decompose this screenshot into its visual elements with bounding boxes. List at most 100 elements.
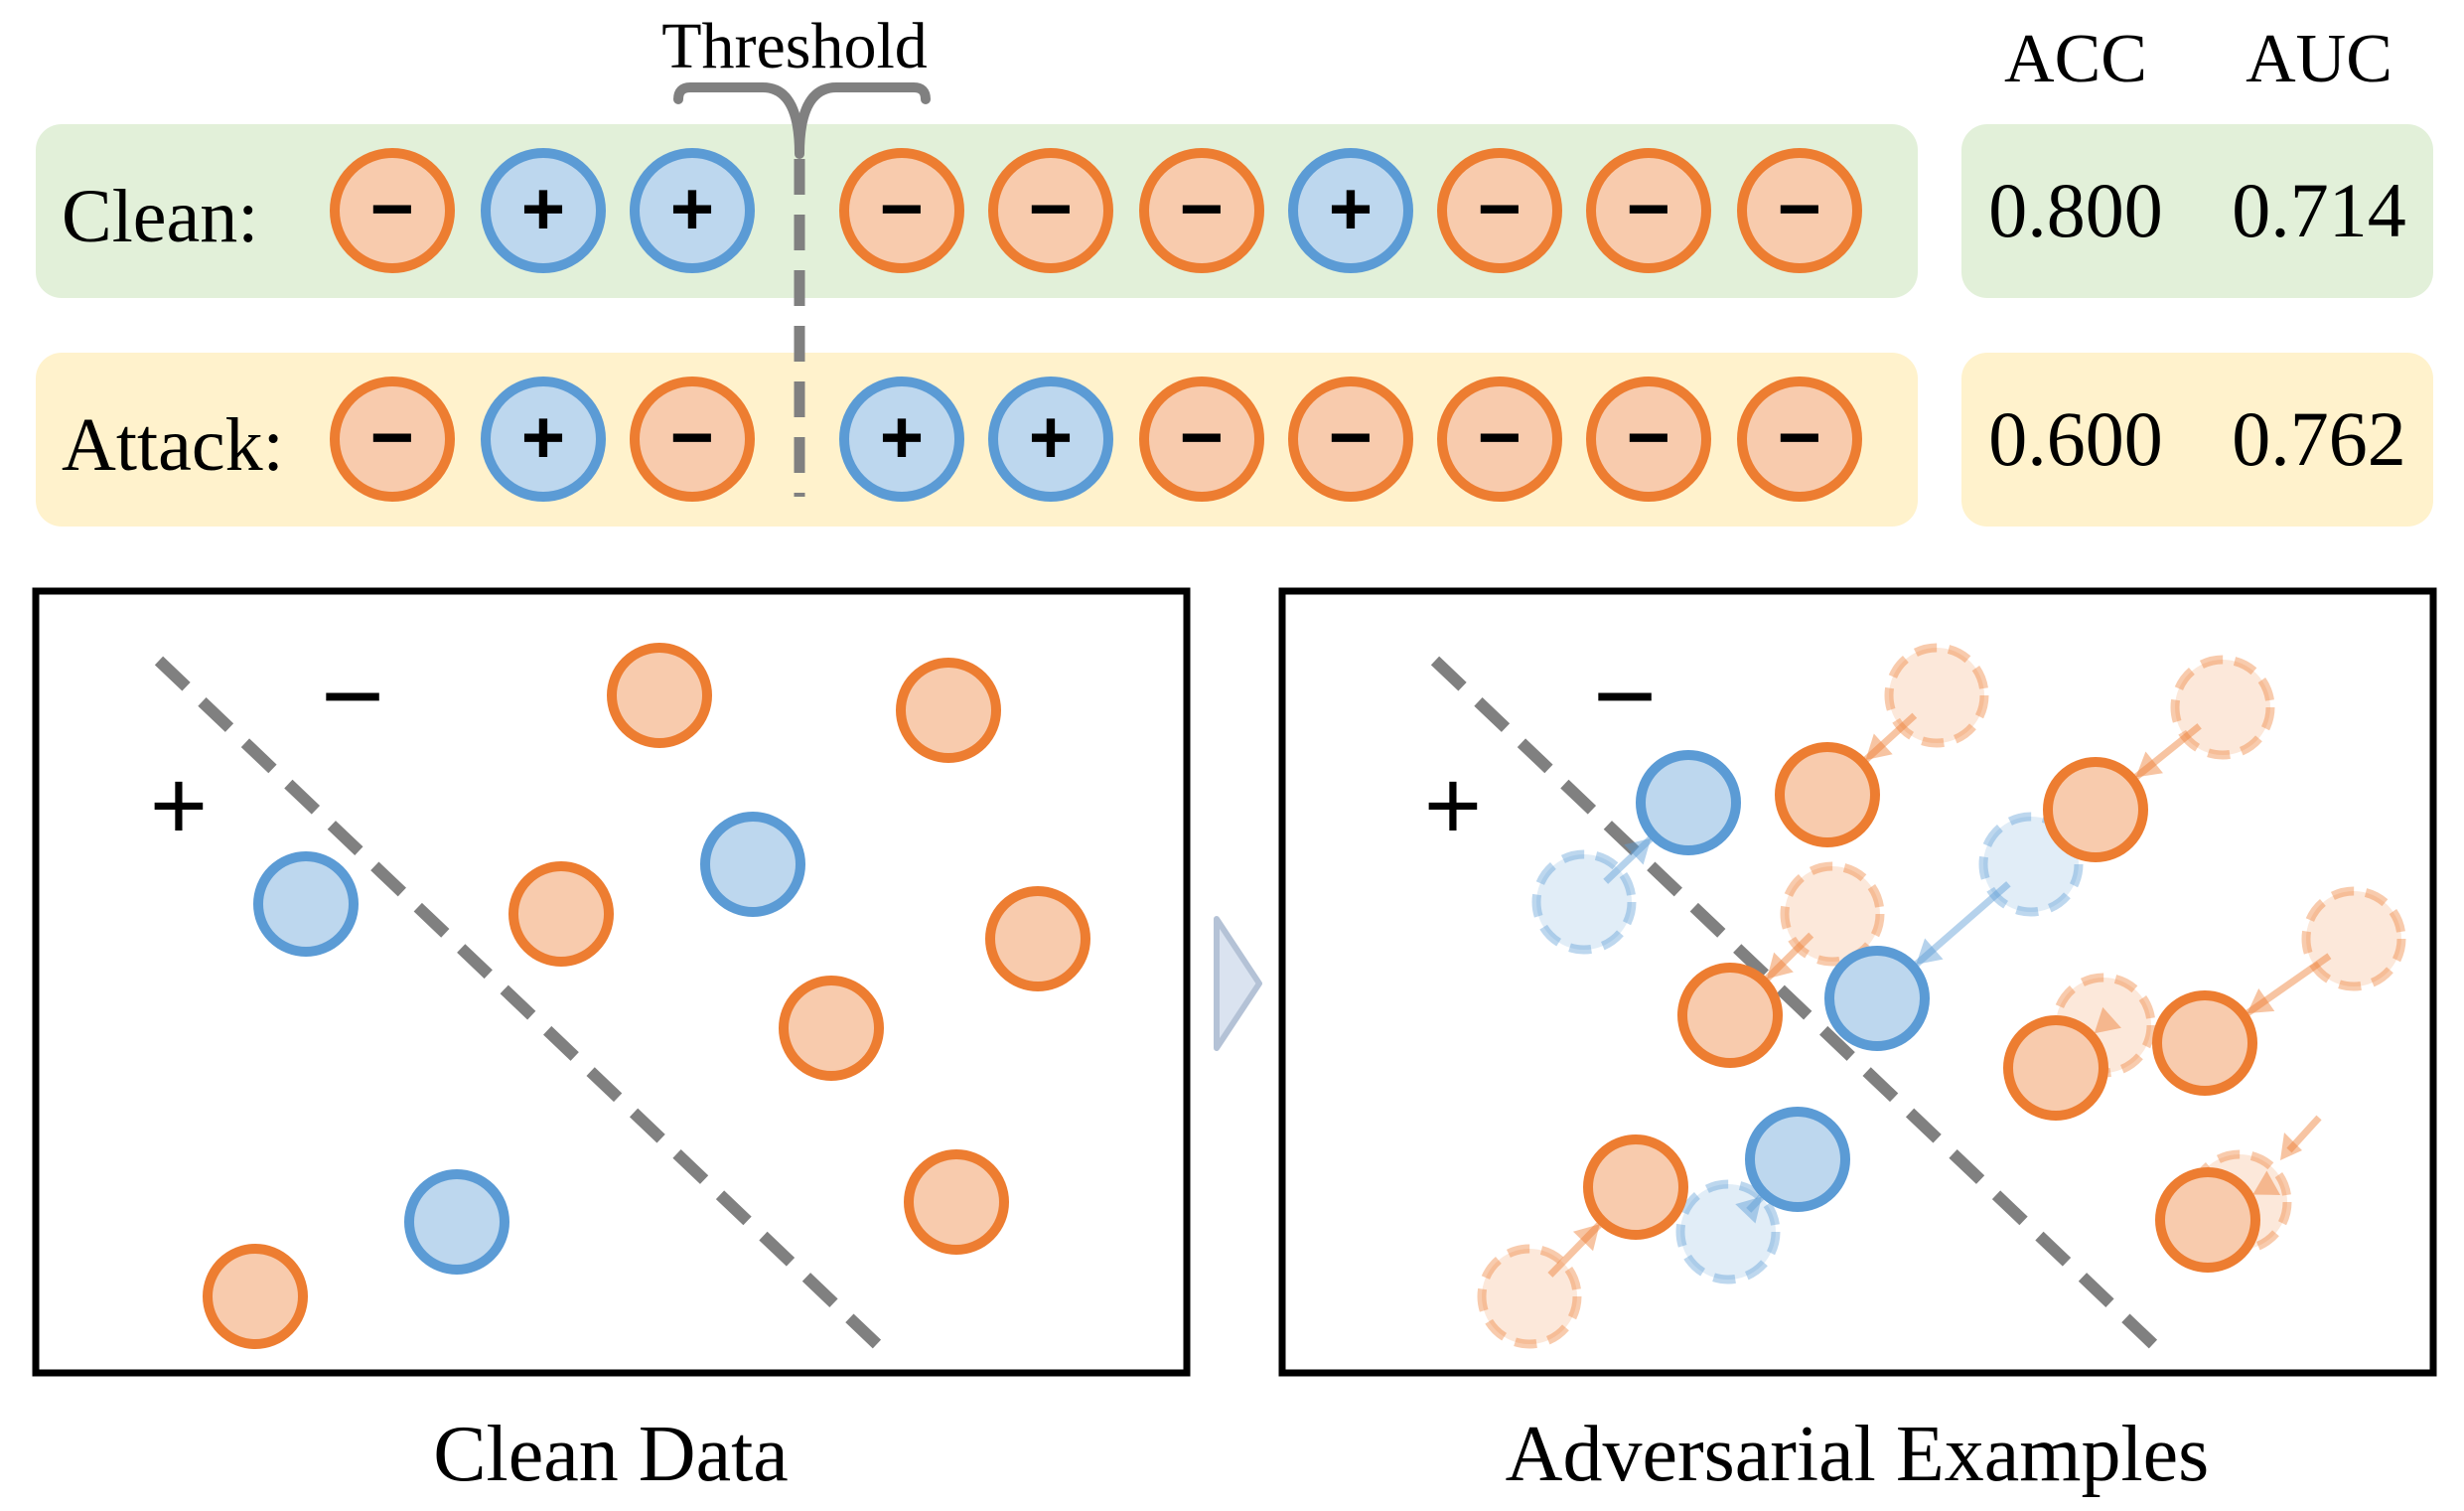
clean-point-negative (508, 861, 614, 967)
minus-sign: − (1778, 167, 1821, 251)
minus-sign: − (880, 167, 924, 251)
perturbation-arrowhead (1735, 1196, 1763, 1224)
perturbation-arrow (1603, 835, 1654, 884)
perturbation-arrow (2286, 1115, 2322, 1153)
negative-sample-circle (1437, 377, 1562, 502)
positive-sample-circle (1288, 148, 1413, 273)
clean-ranking-circles: −++−−−+−−− (330, 148, 1862, 273)
attack-ranking-circles: − + − + + − − − − − (330, 377, 1862, 502)
negative-sample-circle (1139, 377, 1264, 502)
negative-sample-circle (1586, 377, 1711, 502)
clean-point-negative (779, 976, 884, 1081)
plus-sign: + (1329, 167, 1373, 251)
negative-sample-circle (1288, 377, 1413, 502)
perturbation-arrowhead (2094, 1006, 2121, 1034)
clean-point-positive (253, 851, 359, 957)
clean-data-panel: + − (32, 587, 1191, 1377)
minus-sign: − (1180, 395, 1224, 480)
plus-sign: + (1029, 395, 1073, 480)
minus-sign: − (1627, 395, 1670, 480)
perturbed-negative-point (2003, 1015, 2108, 1121)
perturbation-arrow (1863, 712, 1918, 763)
minus-sign: − (1478, 395, 1522, 480)
positive-sample-circle (630, 148, 755, 273)
minus-sign: − (1778, 395, 1821, 480)
adversarial-perturbations (1477, 643, 2406, 1349)
original-negative-point (1477, 1244, 1582, 1349)
clean-point-positive (404, 1169, 509, 1275)
positive-sample-circle (839, 377, 964, 502)
perturbed-negative-point (1775, 742, 1880, 847)
minus-sign: − (1478, 167, 1522, 251)
minus-sign: − (1329, 395, 1373, 480)
clean-point-negative (896, 658, 1001, 763)
perturbation-arrow (1746, 1194, 1765, 1213)
clean-point-negative (203, 1244, 308, 1349)
threshold-brace (673, 82, 931, 159)
negative-sample-circle (1139, 148, 1264, 273)
minus-sign: − (1627, 167, 1670, 251)
original-negative-point (2301, 886, 2406, 991)
perturbation-arrowhead (1766, 952, 1794, 980)
clean-auc-value: 0.714 (2232, 167, 2406, 253)
original-negative-point (1884, 643, 1989, 748)
negative-sample-circle (1586, 148, 1711, 273)
transition-arrow-icon (1214, 916, 1262, 1051)
perturbation-arrowhead (2247, 987, 2275, 1014)
clean-decision-boundary (154, 656, 884, 1351)
perturbation-arrowhead (1865, 733, 1893, 761)
clean-plus-label: + (150, 750, 208, 861)
positive-sample-circle (988, 377, 1113, 502)
original-negative-point (2170, 655, 2275, 760)
positive-sample-circle (481, 377, 606, 502)
threshold-label: Threshold (661, 10, 928, 82)
perturbation-arrowhead (1624, 837, 1652, 865)
adversarial-minus-label: − (1593, 635, 1657, 757)
plus-sign: + (521, 395, 565, 480)
negative-sample-circle (1737, 148, 1862, 273)
positive-sample-circle (481, 148, 606, 273)
perturbed-negative-point (2155, 1167, 2260, 1273)
minus-sign: − (370, 167, 414, 251)
clean-row-label: Clean: (62, 175, 258, 258)
negative-sample-circle (330, 148, 455, 273)
adversarial-decision-boundary (1430, 656, 2160, 1351)
negative-sample-circle (630, 377, 755, 502)
minus-sign: − (370, 395, 414, 480)
negative-sample-circle (1437, 148, 1562, 273)
minus-sign: − (1180, 167, 1224, 251)
negative-sample-circle (988, 148, 1113, 273)
negative-sample-circle (839, 148, 964, 273)
perturbed-positive-point (1636, 750, 1741, 855)
adversarial-examples-caption: Adversarial Examples (1506, 1411, 2210, 1498)
perturbation-arrow (1547, 1221, 1603, 1278)
attack-row-label: Attack: (62, 403, 284, 487)
clean-minus-label: − (321, 635, 384, 757)
perturbation-arrowhead (2252, 1170, 2281, 1195)
perturbation-arrow (1764, 932, 1814, 982)
acc-header: ACC (2004, 21, 2147, 97)
perturbed-negative-point (2043, 757, 2148, 862)
clean-point-negative (607, 643, 712, 748)
plus-sign: + (880, 395, 924, 480)
perturbation-arrow (1913, 881, 2011, 968)
clean-data-caption: Clean Data (433, 1411, 789, 1498)
original-positive-point (1531, 849, 1637, 955)
perturbation-arrow (2133, 723, 2202, 781)
perturbed-positive-point (1745, 1107, 1850, 1212)
perturbed-negative-point (1583, 1134, 1688, 1240)
perturbation-arrowhead (2135, 751, 2163, 778)
minus-sign: − (670, 395, 714, 480)
perturbation-arrowhead (1916, 938, 1944, 965)
clean-metrics-band (1961, 124, 2433, 298)
perturbation-arrowhead (1572, 1224, 1600, 1252)
perturbed-positive-point (1824, 946, 1930, 1051)
adversarial-panel: + − (1278, 587, 2437, 1377)
plus-sign: + (521, 167, 565, 251)
clean-acc-value: 0.800 (1988, 167, 2163, 253)
clean-point-negative (904, 1149, 1009, 1255)
clean-point-positive (700, 812, 805, 917)
perturbed-negative-point (1677, 963, 1783, 1068)
ranking-section: Threshold ACC AUC Clean: −++−−−+−−− 0.80… (36, 10, 2433, 527)
